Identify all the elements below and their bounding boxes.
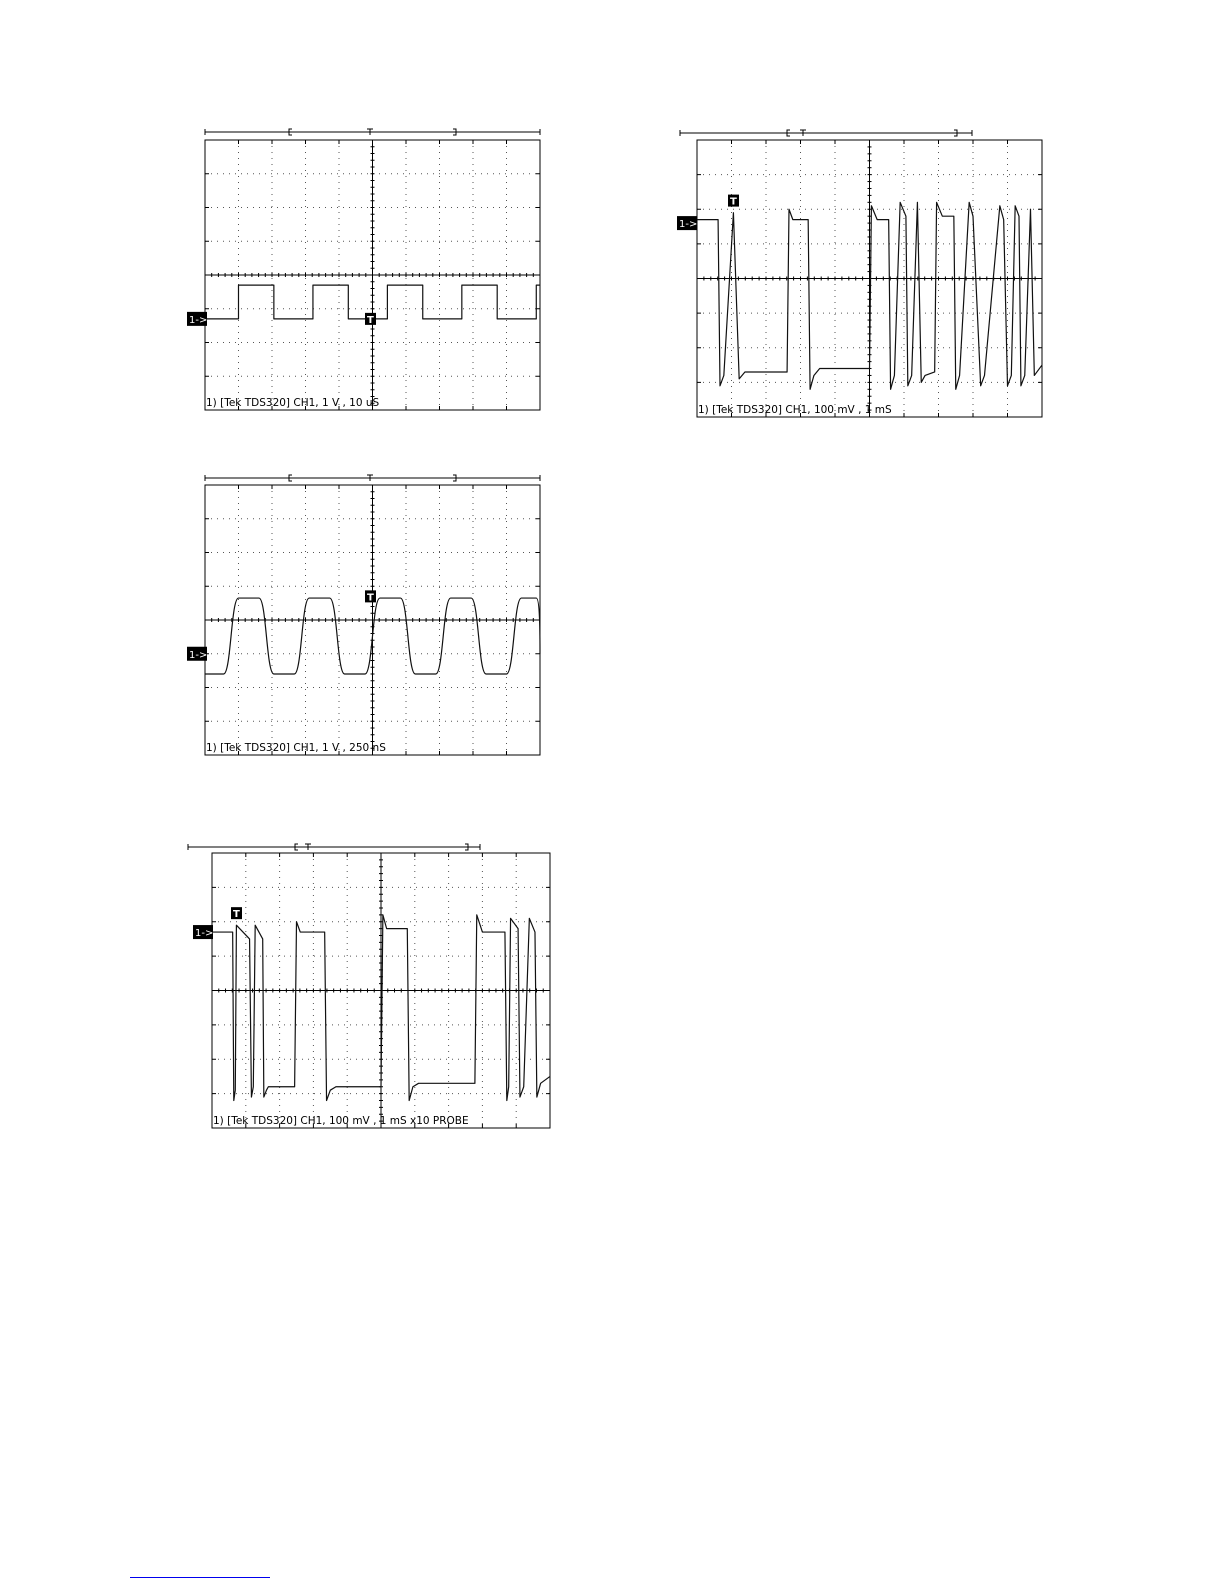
scope-caption: 1) [Tek TDS320] CH1, 100 mV , 1 mS	[698, 404, 892, 416]
trigger-marker-label: T	[367, 592, 374, 603]
footer-link-underline	[130, 1577, 270, 1578]
scope-caption: 1) [Tek TDS320] CH1, 100 mV , 1 mS x10 P…	[213, 1115, 469, 1127]
channel-1-marker-label: 1->	[195, 928, 213, 939]
scope-caption: 1) [Tek TDS320] CH1, 1 V , 10 uS	[206, 397, 380, 409]
trigger-marker-label: T	[730, 197, 737, 208]
trigger-marker-label: T	[233, 909, 240, 920]
oscilloscope-trace-2: 1-> T 1) [Tek TDS320] CH1, 1 V , 250 nS	[185, 475, 550, 765]
scope-caption: 1) [Tek TDS320] CH1, 1 V , 250 nS	[206, 742, 386, 754]
trigger-marker-label: T	[367, 315, 374, 326]
oscilloscope-trace-3: 1-> T 1) [Tek TDS320] CH1, 100 mV , 1 mS x…	[185, 838, 560, 1133]
oscilloscope-trace-1: 1-> T 1) [Tek TDS320] CH1, 1 V , 10 uS	[185, 125, 550, 415]
channel-1-marker-label: 1->	[189, 315, 207, 326]
channel-1-marker-label: 1->	[189, 650, 207, 661]
channel-1-marker-label: 1->	[679, 219, 697, 230]
oscilloscope-trace-4: 1-> T 1) [Tek TDS320] CH1, 100 mV , 1 mS	[675, 125, 1050, 420]
